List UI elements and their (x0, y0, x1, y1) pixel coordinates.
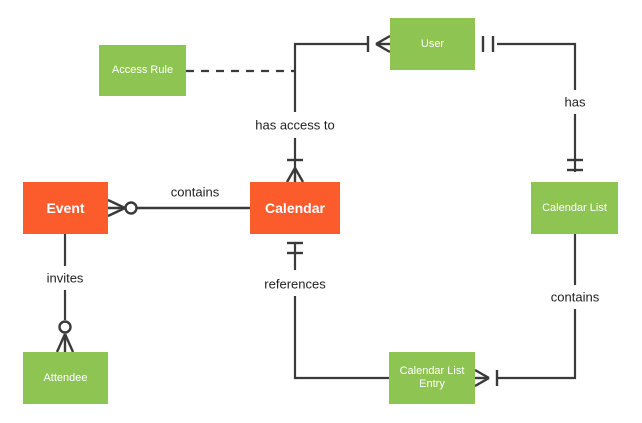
edge-label-references: references (264, 276, 326, 292)
cardinality-calendar-exactly-one (287, 241, 303, 255)
entity-calendar[interactable]: Calendar (250, 182, 340, 234)
entity-calendar-list-entry[interactable]: Calendar List Entry (389, 352, 475, 404)
connector-user-has-access-to-calendar (285, 34, 391, 183)
entity-calendar-list[interactable]: Calendar List (531, 182, 618, 234)
edge-label-has: has (564, 94, 586, 110)
entity-access-rule[interactable]: Access Rule (99, 45, 186, 96)
entity-attendee[interactable]: Attendee (23, 352, 108, 404)
entity-attendee-label: Attendee (43, 371, 88, 384)
connector-calendar-references-entry (287, 241, 389, 380)
cardinality-user-exactly-one (481, 36, 495, 52)
cardinality-entry-one-or-many (474, 368, 499, 388)
entity-user-label: User (420, 37, 445, 50)
cardinality-calendar-one-or-many (285, 158, 305, 183)
edge-label-contains-event-calendar: contains (170, 184, 220, 200)
edge-label-contains-list-entry: contains (550, 289, 600, 305)
entity-calendar-label: Calendar (265, 199, 325, 216)
entity-calendar-list-label: Calendar List (542, 201, 607, 214)
entity-event-label: Event (46, 199, 85, 216)
entity-calendar-list-entry-label: Calendar List Entry (399, 365, 465, 390)
connector-calendar-list-contains-entry (474, 234, 577, 388)
entity-user[interactable]: User (390, 18, 475, 70)
connector-event-invites-attendee (55, 234, 75, 353)
edge-label-invites: invites (46, 270, 84, 286)
entity-access-rule-label: Access Rule (111, 64, 174, 77)
entity-event[interactable]: Event (23, 182, 108, 234)
cardinality-event-zero-or-many (107, 198, 138, 218)
cardinality-attendee-zero-or-many (55, 320, 75, 353)
edge-label-has-access-to: has access to (255, 117, 335, 133)
connector-user-has-calendar-list (481, 36, 583, 172)
connector-event-contains-calendar (107, 198, 250, 218)
cardinality-calendar-list-exactly-one (567, 158, 583, 172)
cardinality-user-one-or-many (366, 34, 391, 54)
